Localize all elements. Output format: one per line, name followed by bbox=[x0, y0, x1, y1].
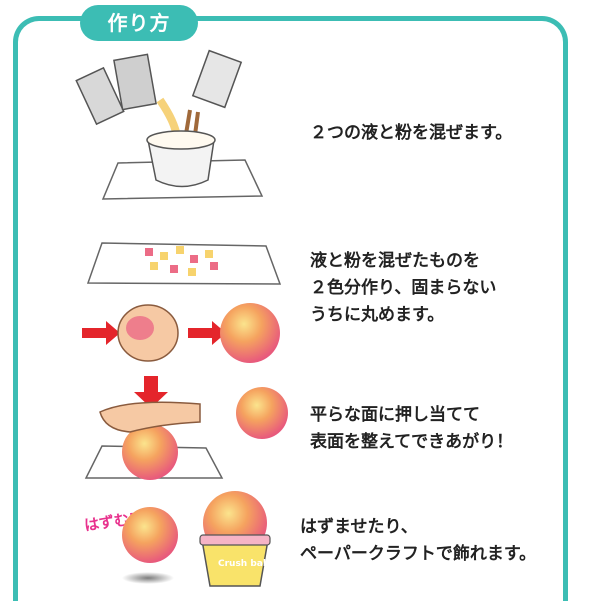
step-3-text: 平らな面に押し当てて 表面を整えてできあがり！ bbox=[310, 405, 514, 452]
step-1-text: ２つの液と粉を混ぜます。 bbox=[310, 123, 513, 143]
hands-rolling-illustration bbox=[82, 303, 280, 363]
decoration-illustration: はずむ! Crush ball bbox=[83, 491, 271, 587]
arrow-right-icon bbox=[188, 321, 226, 345]
tray-illustration bbox=[86, 242, 282, 285]
arrow-down-icon bbox=[134, 376, 168, 408]
cup-label: Crush ball bbox=[218, 559, 269, 569]
section-title: 作り方 bbox=[80, 5, 198, 41]
instructions-frame bbox=[13, 16, 568, 601]
step-4-text: はずませたり、 ペーパークラフトで飾れます。 bbox=[300, 517, 537, 564]
arrow-right-icon bbox=[82, 321, 120, 345]
pressing-illustration bbox=[84, 376, 288, 480]
mixing-cup-illustration bbox=[75, 49, 264, 200]
step-2-text: 液と粉を混ぜたものを ２色分作り、固まらない うちに丸めます。 bbox=[310, 251, 497, 325]
